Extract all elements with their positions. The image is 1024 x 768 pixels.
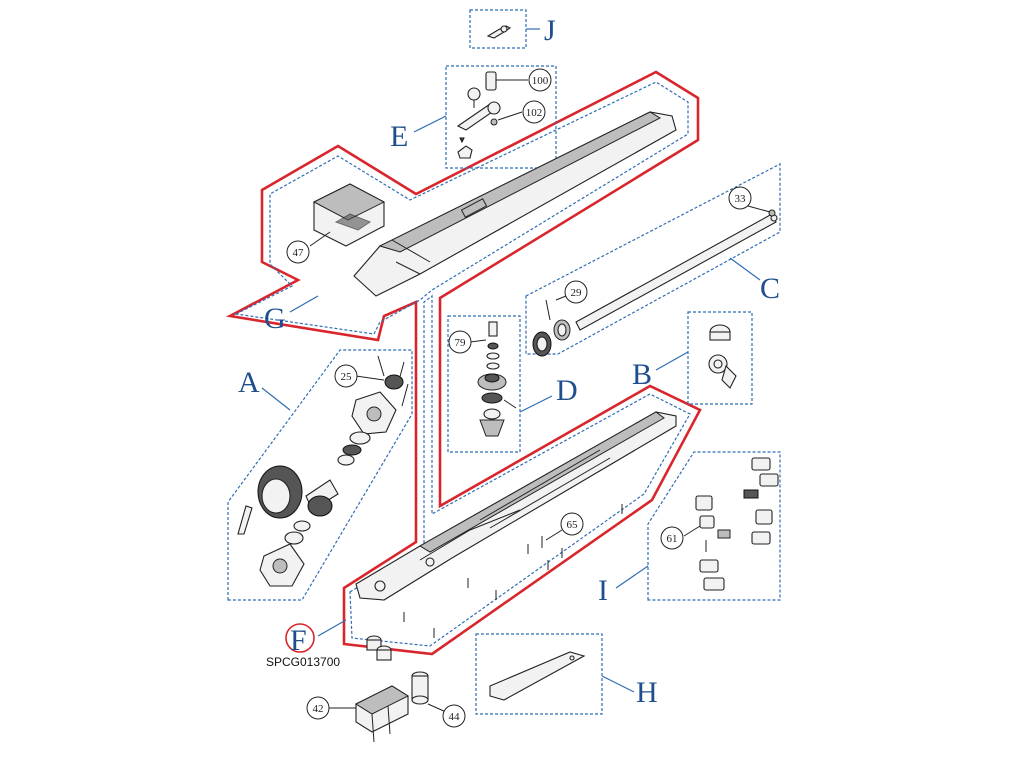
group-label-B: B (632, 358, 652, 391)
callout-100: 100 (496, 68, 552, 92)
parts-endstops-I (695, 457, 779, 591)
parts-release-E (456, 71, 501, 159)
leader-C (729, 257, 761, 281)
leader-H (601, 675, 635, 693)
svg-text:42: 42 (313, 703, 324, 715)
leader-G (289, 295, 319, 313)
parts-motor-A (237, 355, 409, 587)
parts-gear-stack-D (477, 321, 517, 437)
callout-79: 79 (448, 330, 487, 354)
leader-E (413, 115, 447, 133)
box-group-I (647, 451, 781, 601)
box-group-A (227, 349, 413, 601)
outline-group-G-red (225, 70, 702, 656)
svg-text:79: 79 (455, 337, 467, 349)
part-motor-cover (312, 183, 386, 247)
screws-group-F (403, 504, 623, 638)
part-base-body-F (355, 411, 677, 601)
group-label-G: G (264, 302, 286, 335)
callout-61: 61 (660, 525, 701, 550)
document-code: SPCG013700 (266, 655, 340, 669)
group-label-D: D (556, 374, 578, 407)
group-label-I: I (598, 574, 608, 607)
svg-text:65: 65 (567, 519, 579, 531)
part-plate-H (489, 651, 586, 701)
svg-text:33: 33 (735, 193, 747, 205)
svg-text:47: 47 (293, 247, 305, 259)
box-group-B (687, 311, 753, 405)
leader-F (317, 619, 347, 637)
leader-B (655, 351, 689, 371)
group-label-F: F (290, 624, 307, 657)
part-terminal-block (354, 685, 410, 743)
group-label-H: H (636, 676, 658, 709)
callout-47: 47 (286, 231, 331, 264)
leader-I (615, 565, 649, 589)
box-group-C (525, 163, 781, 355)
svg-text:100: 100 (532, 75, 549, 87)
callout-44: 44 (427, 703, 466, 728)
callout-33: 33 (728, 186, 771, 213)
box-group-E (445, 65, 557, 169)
group-label-A: A (238, 366, 260, 399)
parts-group-B (708, 324, 737, 389)
leader-D (519, 395, 553, 413)
callout-42: 42 (306, 696, 356, 720)
svg-text:29: 29 (571, 287, 583, 299)
box-group-J (469, 9, 527, 49)
leader-A (261, 387, 291, 411)
svg-text:44: 44 (449, 711, 461, 723)
callout-29: 29 (555, 280, 588, 304)
svg-text:102: 102 (526, 107, 543, 119)
part-cylinder-cap (411, 671, 429, 705)
part-arm-housing (353, 111, 677, 297)
svg-text:61: 61 (667, 533, 678, 545)
part-drive-shaft (532, 209, 778, 357)
callout-25: 25 (334, 364, 385, 388)
parts-bushings (366, 635, 392, 661)
svg-text:25: 25 (341, 371, 353, 383)
group-label-E: E (390, 120, 408, 153)
part-pin-J (486, 25, 512, 39)
group-label-J: J (544, 14, 556, 47)
callout-102: 102 (497, 100, 546, 124)
box-group-D (447, 315, 521, 453)
group-label-C: C (760, 272, 780, 305)
callout-65: 65 (545, 512, 584, 541)
box-group-H (475, 633, 603, 715)
highlight-circle-F (285, 623, 315, 653)
outline-group-G-inner (234, 81, 689, 335)
outline-group-F-inner (349, 294, 691, 647)
